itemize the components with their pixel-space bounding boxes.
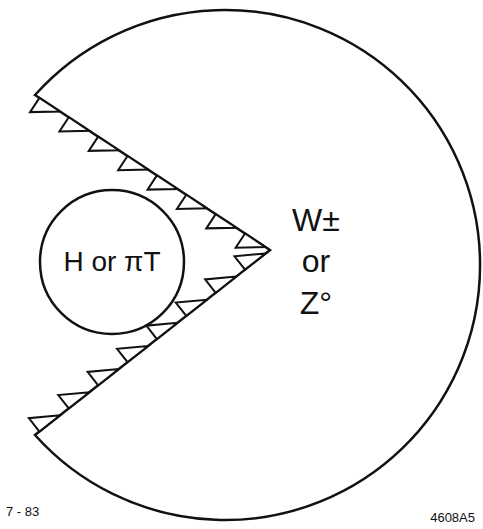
tooth-symbol bbox=[146, 323, 177, 339]
circle-outline bbox=[40, 190, 184, 334]
tooth-symbol bbox=[30, 98, 60, 112]
tooth-symbol bbox=[118, 156, 148, 170]
tooth-symbol bbox=[29, 415, 60, 431]
figure-number: 4608A5 bbox=[430, 510, 475, 525]
tooth-symbol bbox=[205, 277, 236, 293]
pacman-body bbox=[35, 10, 480, 520]
tooth-symbol bbox=[58, 392, 89, 408]
tooth-symbol bbox=[148, 175, 178, 189]
tooth-symbol bbox=[117, 346, 148, 362]
tooth-symbol bbox=[88, 369, 119, 385]
date-label: 7 - 83 bbox=[6, 504, 39, 519]
tooth-symbol bbox=[177, 195, 207, 209]
tooth-symbol bbox=[89, 137, 119, 151]
node-text: W± or Z° bbox=[292, 200, 340, 325]
tooth-symbol bbox=[235, 253, 266, 269]
tooth-symbol bbox=[176, 300, 207, 316]
tooth-symbol bbox=[236, 234, 266, 248]
particle-circle: H or πT bbox=[38, 188, 186, 336]
tooth-symbol bbox=[206, 214, 236, 228]
node-text: H or πT bbox=[63, 246, 160, 278]
tooth-symbol bbox=[59, 117, 89, 131]
